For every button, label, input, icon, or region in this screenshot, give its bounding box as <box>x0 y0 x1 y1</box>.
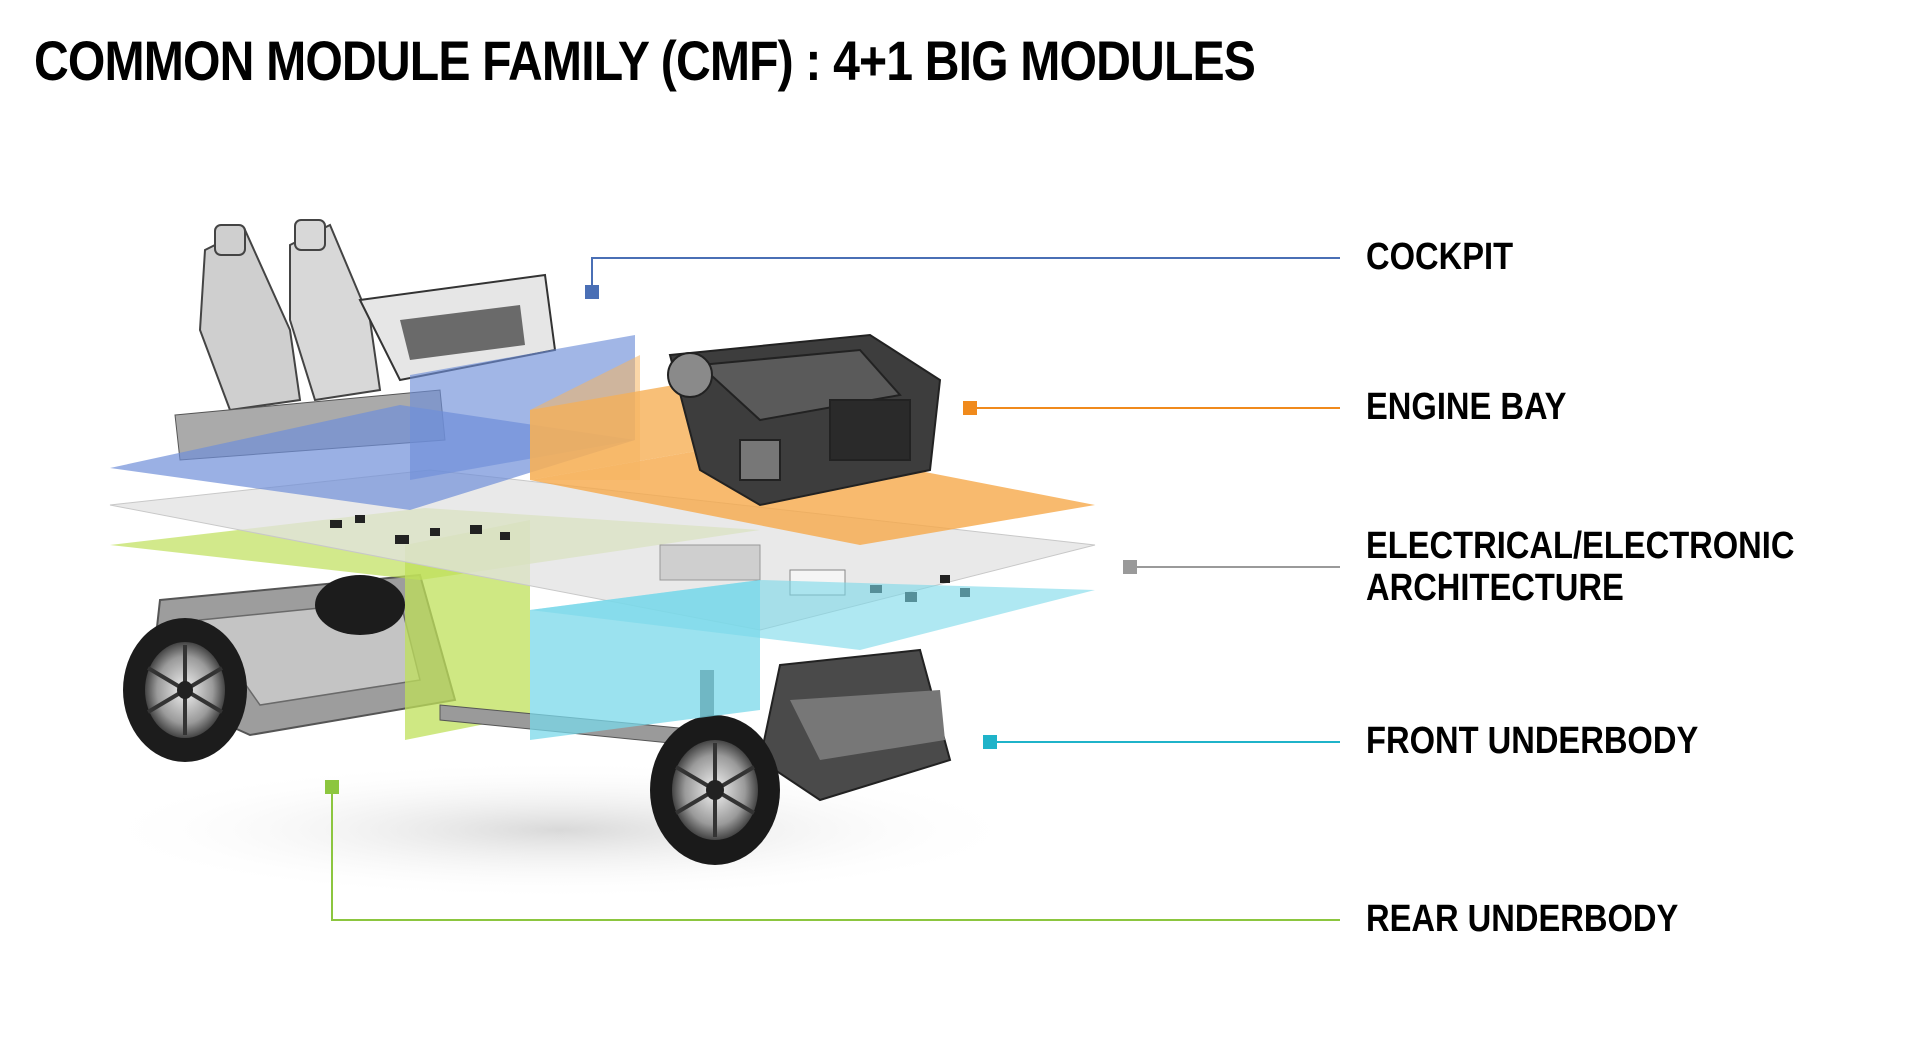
engine-icon <box>667 333 942 507</box>
front-horizontal-plane <box>530 580 1095 650</box>
wheel-icon <box>123 618 247 762</box>
engine-bay-module <box>530 333 1095 545</box>
wheel-icon <box>650 715 780 865</box>
leader-lines <box>331 257 1340 921</box>
cockpit-marker <box>585 285 599 299</box>
seat-icon <box>289 219 382 402</box>
electrical-marker <box>1123 560 1137 574</box>
label-front-underbody: FRONT UNDERBODY <box>1366 720 1699 762</box>
front-underbody-marker <box>983 735 997 749</box>
cockpit-leader-line <box>591 257 1340 292</box>
rear-underbody-marker <box>325 780 339 794</box>
seat-icon <box>198 224 302 412</box>
label-rear-underbody: REAR UNDERBODY <box>1366 898 1679 940</box>
leader-markers <box>325 285 1137 794</box>
label-electrical: ELECTRICAL/ELECTRONIC ARCHITECTURE <box>1366 525 1795 609</box>
label-engine-bay: ENGINE BAY <box>1366 386 1567 428</box>
engine-bay-marker <box>963 401 977 415</box>
page-title: COMMON MODULE FAMILY (CMF) : 4+1 BIG MOD… <box>34 29 1256 92</box>
rear-underbody-leader-line <box>331 787 1340 921</box>
cockpit-module <box>110 219 635 510</box>
label-cockpit: COCKPIT <box>1366 236 1514 278</box>
front-underbody-module <box>439 580 1095 865</box>
ground-shadow <box>90 760 1030 900</box>
